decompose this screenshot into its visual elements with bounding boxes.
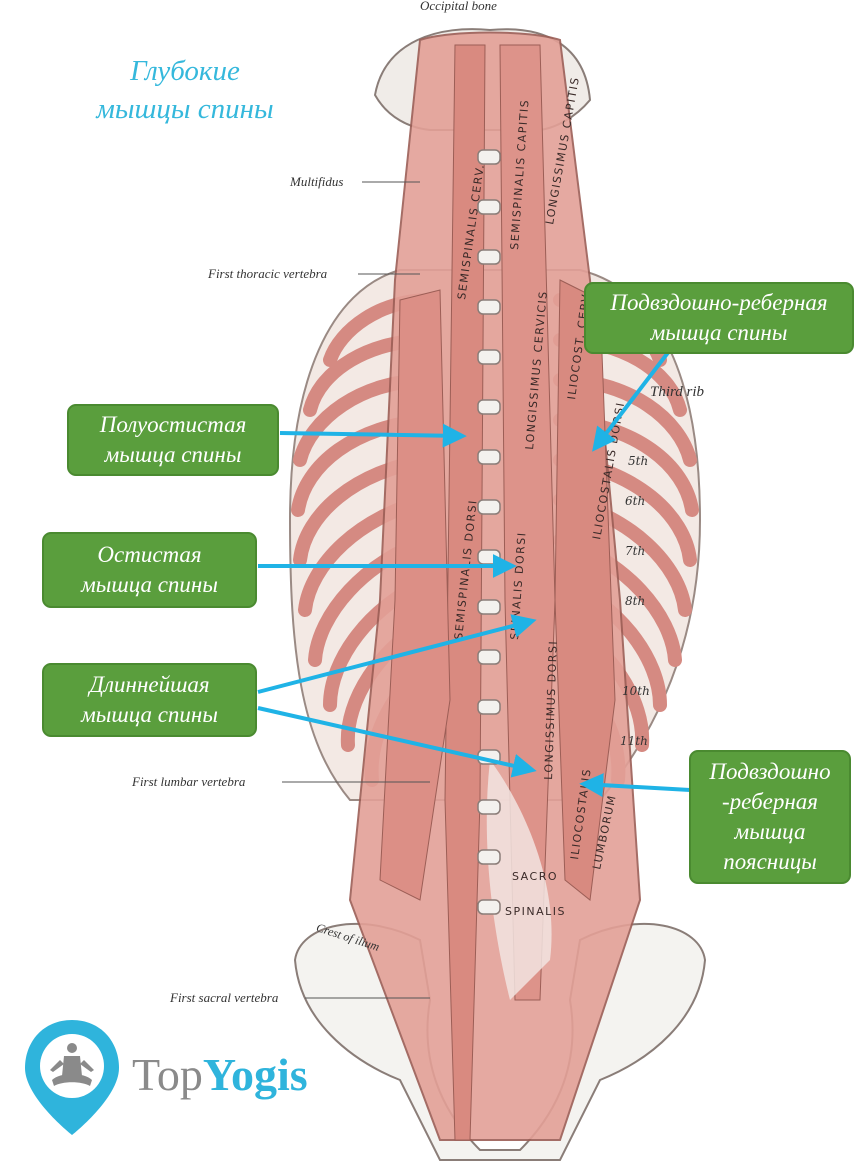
rib-numbers: 5th 6th 7th 8th 10th 11th (620, 454, 650, 748)
logo-part-top: Top (132, 1049, 203, 1100)
annotation-leaders (282, 181, 430, 999)
label-iliocostalis-lumborum: Подвздошно -реберная мышца поясницы (689, 750, 851, 884)
rib-7: 7th (625, 544, 645, 558)
label-iliocostalis-dorsi-line-1: Подвздошно-реберная (610, 290, 828, 315)
spine (477, 149, 501, 915)
text-spinalis-lower: SPINALIS (505, 905, 566, 918)
arrow-iliocostalis-lumborum (579, 773, 691, 798)
title-line-2: мышцы спины (96, 93, 274, 125)
location-pin-icon (25, 1020, 119, 1135)
annotation-occipital-bone: Occipital bone (420, 0, 497, 13)
label-iliocostalis-dorsi-line-2: мышца спины (650, 320, 788, 345)
text-longissimus-dorsi: LONGISSIMUS DORSI (542, 640, 560, 780)
arrow-longissimus-upper (257, 614, 537, 694)
rib-11: 11th (620, 734, 648, 748)
annotation-multifidus: Multifidus (290, 174, 344, 189)
back-muscles (348, 31, 642, 1141)
annotation-first-lumbar-vertebra: First lumbar vertebra (132, 774, 246, 789)
label-iliocostalis-lumborum-line-1: Подвздошно (709, 759, 831, 784)
arrow-iliocostalis-dorsi (592, 348, 672, 452)
label-iliocostalis-dorsi: Подвздошно-реберная мышца спины (584, 282, 854, 354)
title-line-1: Глубокие (130, 55, 240, 87)
label-iliocostalis-lumborum-line-2: -реберная (722, 789, 818, 814)
label-longissimus: Длиннейшая мышца спины (42, 663, 257, 737)
annotation-first-thoracic-vertebra: First thoracic vertebra (208, 266, 328, 281)
label-spinalis-line-1: Остистая (97, 542, 202, 567)
label-iliocostalis-lumborum-line-4: поясницы (723, 849, 817, 874)
logo-part-yogis: Yogis (202, 1049, 308, 1100)
label-semispinalis: Полуостистая мышца спины (67, 404, 279, 476)
annotation-first-sacral-vertebra: First sacral vertebra (170, 990, 279, 1005)
rib-10: 10th (622, 684, 650, 698)
text-sacro: SACRO (512, 870, 558, 883)
label-longissimus-line-2: мышца спины (81, 702, 218, 727)
arrow-longissimus-lower (257, 706, 537, 778)
rib-8: 8th (625, 594, 645, 608)
annotation-third-rib: Third rib (650, 384, 705, 400)
label-semispinalis-line-2: мышца спины (104, 442, 242, 467)
arrow-semispinalis (279, 423, 467, 448)
arrows (257, 348, 691, 798)
label-semispinalis-line-1: Полуостистая (99, 412, 247, 437)
rib-6: 6th (625, 494, 645, 508)
label-longissimus-line-1: Длиннейшая (89, 672, 210, 697)
logo: TopYogis (132, 1045, 308, 1105)
label-spinalis-line-2: мышца спины (81, 572, 218, 597)
page-title: Глубокие мышцы спины (60, 52, 310, 128)
label-iliocostalis-lumborum-line-3: мышца (734, 819, 806, 844)
yoga-figure-icon (50, 1043, 94, 1086)
label-spinalis: Остистая мышца спины (42, 532, 257, 608)
rib-5: 5th (628, 454, 648, 468)
